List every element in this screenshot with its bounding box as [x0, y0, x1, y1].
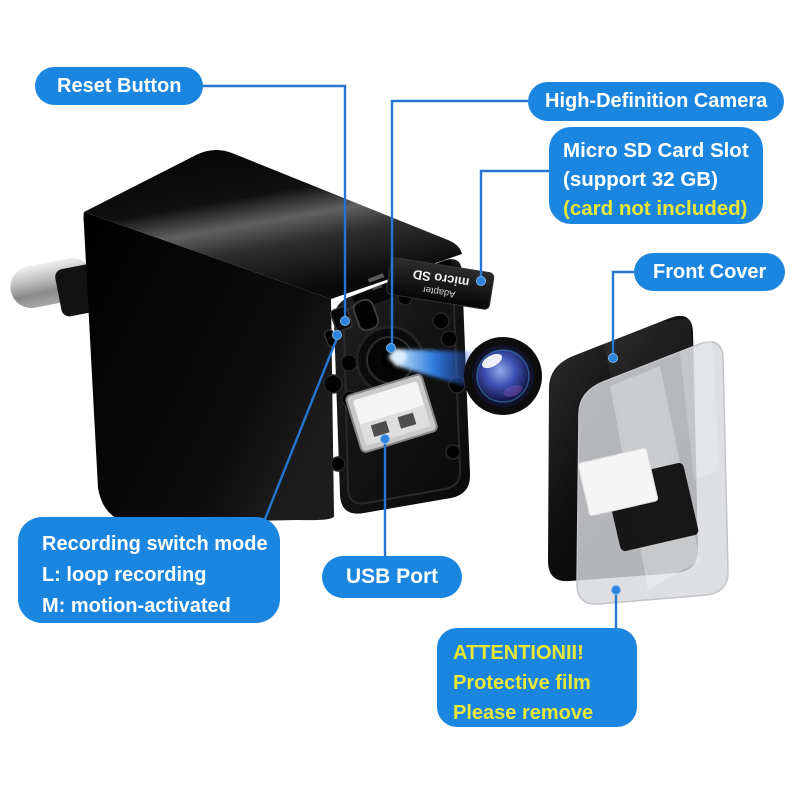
label-micro-sd-line2: (support 32 GB) [563, 168, 718, 191]
callout-dot-usb [380, 434, 390, 444]
label-recording-line3: M: motion-activated [42, 595, 231, 617]
label-usb-port-text: USB Port [346, 565, 439, 588]
label-recording-line2: L: loop recording [42, 564, 207, 586]
usb-a-port [345, 373, 438, 453]
callout-line-reset [200, 84, 347, 318]
camera-lens-module [464, 337, 542, 415]
sd-card-adapter-text: Adapter [422, 283, 457, 299]
protective-film [576, 340, 729, 605]
cover-white-tab [577, 447, 659, 517]
label-reset-button-text: Reset Button [57, 74, 182, 97]
callout-dot-recording [332, 330, 342, 340]
label-hd-camera-text: High-Definition Camera [545, 90, 768, 112]
callout-dots [332, 276, 621, 595]
callout-line-hd-camera [390, 99, 528, 344]
label-hd-camera: High-Definition Camera [528, 82, 785, 121]
label-attention-line1: ATTENTIONII! [453, 642, 584, 664]
charger-left-face [83, 212, 334, 524]
callout-lines [200, 84, 634, 629]
label-front-cover-text: Front Cover [653, 260, 767, 283]
charger-body [83, 149, 471, 524]
callout-dot-front-cover [608, 353, 618, 363]
callout-line-recording [263, 337, 339, 520]
label-attention: ATTENTIONII! Protective film Please remo… [437, 628, 637, 727]
label-attention-line2: Protective film [453, 672, 591, 694]
label-reset-button: Reset Button [35, 67, 204, 105]
callout-line-micro-sd [479, 169, 549, 277]
micro-usb-port [352, 298, 380, 332]
callout-dot-attention [611, 585, 621, 595]
callout-line-front-cover [611, 270, 634, 354]
label-usb-port: USB Port [322, 556, 463, 598]
callout-dot-hd-camera [386, 343, 396, 353]
label-recording-line1: Recording switch mode [42, 533, 268, 555]
label-front-cover: Front Cover [634, 253, 786, 291]
label-micro-sd-slot: Micro SD Card Slot (support 32 GB) (card… [549, 127, 763, 224]
camera-light-beam [389, 349, 476, 389]
camera-lens-hole [355, 325, 425, 395]
label-recording-mode: Recording switch mode L: loop recording … [18, 517, 280, 623]
label-attention-line3: Please remove [453, 702, 594, 724]
label-micro-sd-line3: (card not included) [563, 197, 748, 220]
callout-dot-micro-sd [476, 276, 486, 286]
label-micro-sd-line1: Micro SD Card Slot [563, 139, 749, 162]
charger-top-face [84, 149, 462, 299]
micro-sd-card: micro SD Adapter [386, 257, 495, 310]
callout-dot-reset [340, 316, 350, 326]
